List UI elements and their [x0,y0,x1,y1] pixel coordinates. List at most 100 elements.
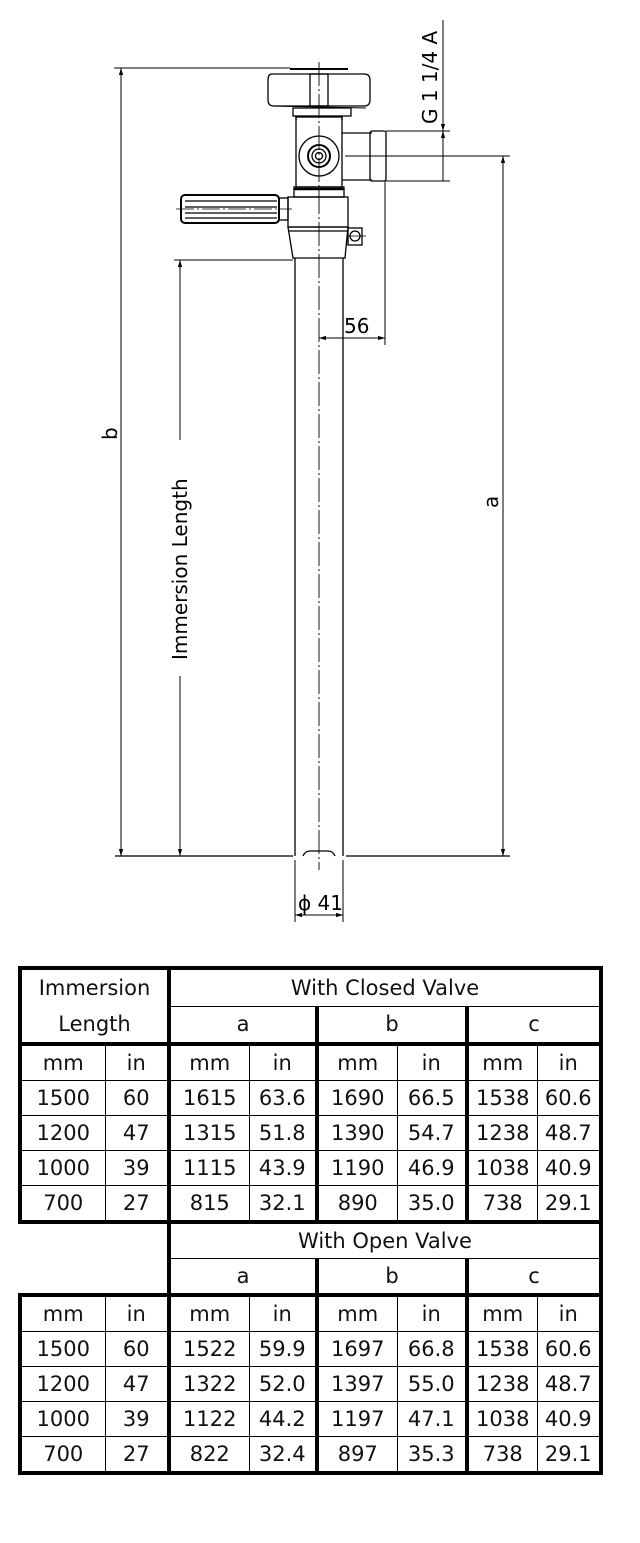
table-cell: 60.6 [536,1080,603,1116]
table-cell: 59.9 [248,1331,318,1367]
table-cell: 60.6 [536,1331,603,1367]
table-cell: 815 [168,1185,250,1223]
table-cell: 47 [104,1366,171,1402]
table-row: 700 27 822 32.4 897 35.3 738 29.1 [18,1436,603,1475]
table-row: 1500 60 1522 59.9 1697 66.8 1538 60.6 [18,1331,603,1367]
table-cell: 738 [465,1185,538,1223]
dim-b-label: b [98,427,122,440]
group-a-header: a [168,1005,318,1045]
table-cell: 897 [315,1436,398,1475]
thread-label: G 1 1/4 A [418,31,442,124]
immersion-header-line2: Length [58,1012,131,1036]
table-cell: 66.8 [396,1331,468,1367]
header-row-groups: a b c [20,1005,603,1045]
offset-label: 56 [344,314,369,338]
table-cell: 1200 [18,1366,106,1402]
group-c-header: c [465,1005,603,1045]
dimension-immersion-length [174,259,293,856]
valve-body [293,116,387,198]
unit-header: in [104,1293,171,1332]
group-a-header: a [168,1258,318,1296]
table-cell: 1390 [315,1115,398,1151]
unit-header: in [248,1042,318,1081]
table-cell: 700 [18,1185,106,1224]
table-cell: 738 [465,1436,538,1475]
clamp-body [287,196,366,259]
table-cell: 700 [18,1436,106,1475]
unit-header: mm [168,1042,250,1081]
table-cell: 1115 [168,1150,250,1186]
table-cell: 43.9 [248,1150,318,1186]
unit-header: in [104,1042,171,1081]
unit-header: in [396,1042,468,1081]
handwheel [267,68,371,120]
table-cell: 66.5 [396,1080,468,1116]
header-row-units-open: mm in mm in mm in mm in [18,1293,603,1332]
header-row-title-open: With Open Valve [20,1220,603,1295]
table-cell: 1200 [18,1115,106,1151]
table-row: 1000 39 1122 44.2 1197 47.1 1038 40.9 [18,1401,603,1437]
table-cell: 1122 [168,1401,250,1437]
table-cell: 40.9 [536,1150,603,1186]
group-c-header: c [465,1258,603,1296]
side-handle [176,194,292,224]
unit-header: mm [465,1293,538,1332]
dimension-a [345,155,510,856]
unit-header: mm [465,1042,538,1081]
table-cell: 46.9 [396,1150,468,1186]
table-cell: 1538 [465,1080,538,1116]
dimensions-table-container: Immersion Length With Closed Valve a b c… [18,966,603,1475]
table-row: 1200 47 1322 52.0 1397 55.0 1238 48.7 [18,1366,603,1402]
table-cell: 1538 [465,1331,538,1367]
closed-valve-title: With Closed Valve [168,966,603,1007]
table-cell: 29.1 [536,1436,603,1475]
table-cell: 890 [315,1185,398,1223]
table-cell: 39 [104,1401,171,1437]
unit-header: in [536,1042,603,1081]
table-cell: 51.8 [248,1115,318,1151]
header-row-groups-open: a b c [20,1258,603,1296]
table-cell: 29.1 [536,1185,603,1223]
table-cell: 1500 [18,1331,106,1367]
table-cell: 1500 [18,1080,106,1116]
header-row-units: mm in mm in mm in mm in [18,1042,603,1081]
table-cell: 48.7 [536,1115,603,1151]
table-cell: 60 [104,1331,171,1367]
unit-header: mm [18,1293,106,1332]
table-cell: 1000 [18,1401,106,1437]
table-row: 1500 60 1615 63.6 1690 66.5 1538 60.6 [18,1080,603,1116]
table-cell: 1315 [168,1115,250,1151]
table-row: 1200 47 1315 51.8 1390 54.7 1238 48.7 [18,1115,603,1151]
table-cell: 39 [104,1150,171,1186]
dim-a-label: a [479,496,503,508]
unit-header: mm [168,1293,250,1332]
table-cell: 55.0 [396,1366,468,1402]
table-cell: 1197 [315,1401,398,1437]
table-cell: 32.4 [248,1436,318,1475]
table-cell: 1615 [168,1080,250,1116]
table-cell: 1238 [465,1115,538,1151]
immersion-length-label: Immersion Length [168,478,192,660]
table-cell: 44.2 [248,1401,318,1437]
dimensions-table: Immersion Length With Closed Valve a b c… [18,966,603,1475]
table-cell: 54.7 [396,1115,468,1151]
table-cell: 40.9 [536,1401,603,1437]
unit-header: in [248,1293,318,1332]
immersion-length-header: Immersion Length [18,966,171,1046]
table-cell: 1190 [315,1150,398,1186]
table-cell: 1322 [168,1366,250,1402]
table-cell: 35.3 [396,1436,468,1475]
table-cell: 48.7 [536,1366,603,1402]
pump-technical-drawing: G 1 1/4 A 56 ϕ 41 b a Immersion Length [98,20,510,922]
table-cell: 1038 [465,1150,538,1186]
open-valve-title: With Open Valve [168,1220,603,1259]
unit-header: in [536,1293,603,1332]
table-cell: 52.0 [248,1366,318,1402]
header-row-title: Immersion Length With Closed Valve [18,966,603,1046]
group-b-header: b [315,1005,468,1045]
table-cell: 1522 [168,1331,250,1367]
table-cell: 27 [104,1436,171,1475]
diameter-label: ϕ 41 [298,891,343,915]
table-cell: 27 [104,1185,171,1224]
table-cell: 1697 [315,1331,398,1367]
